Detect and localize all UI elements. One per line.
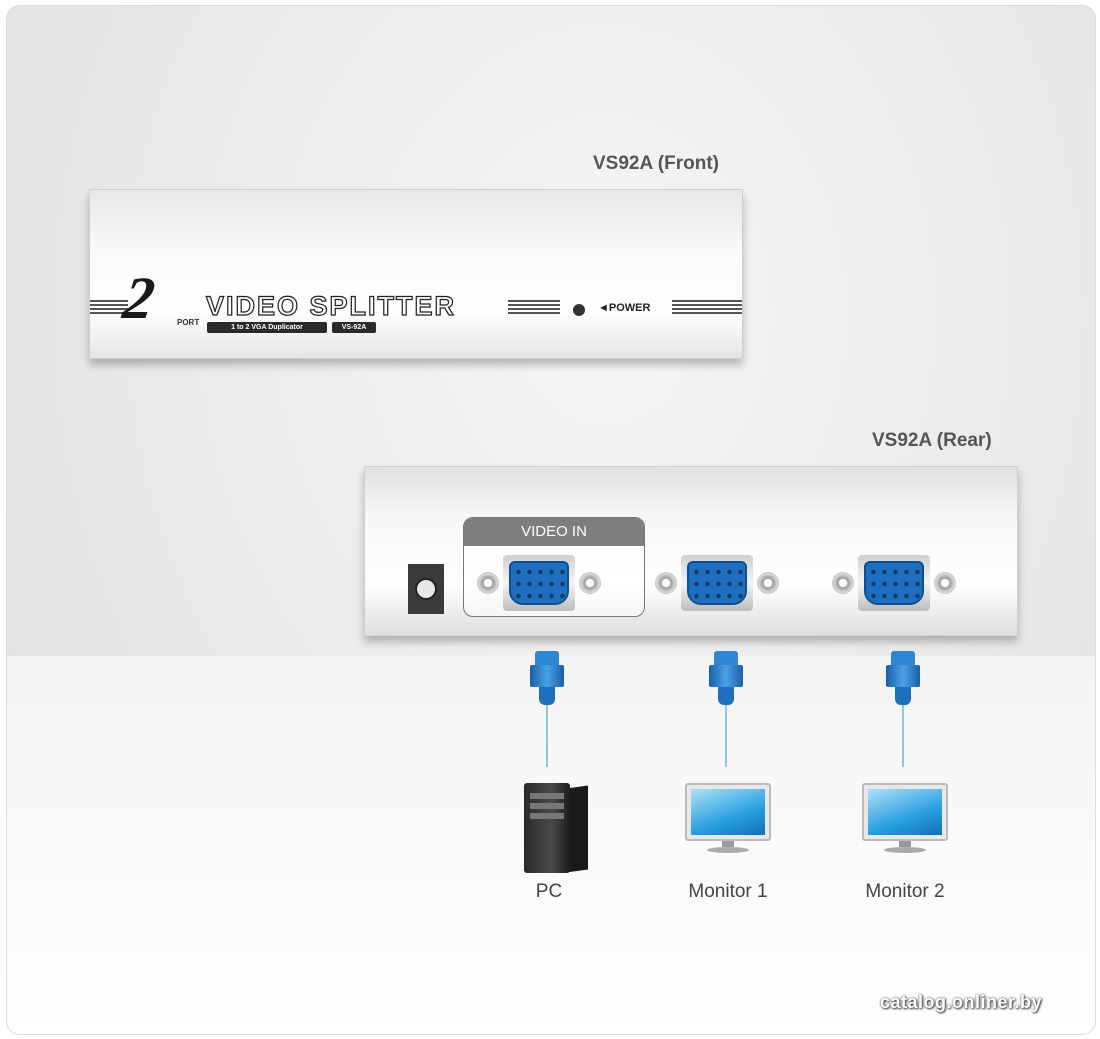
power-label: ◄POWER: [598, 302, 651, 314]
front-view-title: VS92A (Front): [593, 153, 719, 174]
rear-view-title: VS92A (Rear): [872, 430, 992, 451]
front-panel: 2 PORT VIDEO SPLITTER 1 to 2 VGA Duplica…: [89, 189, 743, 359]
video-in-label: VIDEO IN: [464, 518, 644, 546]
monitor-icon: [685, 783, 771, 855]
cable-monitor-1: [725, 705, 727, 767]
cable-monitor-2: [902, 705, 904, 767]
port-word: PORT: [177, 318, 200, 327]
dc-power-jack-icon: [408, 564, 444, 614]
vga-port-video-in-icon: [477, 555, 601, 613]
vga-plug-monitor-1-icon: [709, 651, 743, 705]
cable-pc: [546, 705, 548, 767]
vga-plug-pc-icon: [530, 651, 564, 705]
watermark: catalog.onliner.by: [880, 992, 1043, 1012]
device-label-pc: PC: [535, 881, 563, 902]
front-stripe-right: [672, 300, 742, 314]
monitor-icon: [862, 783, 948, 855]
diagram-frame: VS92A (Front) 2 PORT VIDEO SPLITTER 1 to…: [6, 5, 1096, 1035]
vga-plug-monitor-2-icon: [886, 651, 920, 705]
vga-port-output-1-icon: [655, 555, 779, 613]
device-label-monitor-1: Monitor 1: [688, 881, 768, 902]
front-stripe-mid: [508, 300, 560, 314]
front-stripe-left: [90, 300, 128, 314]
vga-port-output-2-icon: [832, 555, 956, 613]
port-count-number: 2: [119, 265, 159, 331]
model-badge: VS-92A: [332, 322, 376, 333]
subtitle-badge: 1 to 2 VGA Duplicator: [207, 322, 327, 333]
rear-panel: VIDEO IN: [364, 466, 1018, 636]
pc-tower-icon: [524, 783, 588, 873]
power-led-icon: [573, 304, 585, 316]
product-name-text: VIDEO SPLITTER: [205, 290, 457, 321]
device-label-monitor-2: Monitor 2: [865, 881, 945, 902]
